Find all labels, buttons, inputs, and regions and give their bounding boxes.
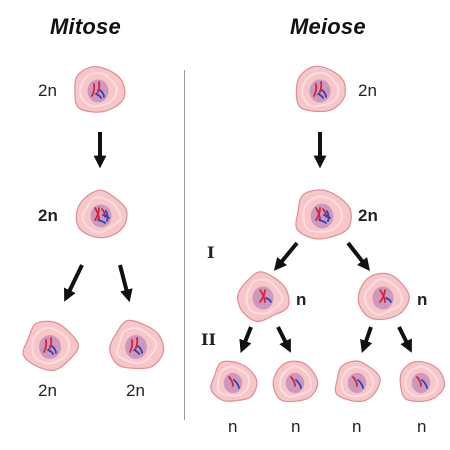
gamete-ploidy: n (417, 417, 427, 436)
gamete-cell (399, 360, 446, 403)
cytoplasm-ring (81, 196, 122, 234)
mitosis-title: Mitose (50, 14, 121, 39)
gamete-ploidy: n (228, 417, 238, 436)
meiosis-i-ploidy: n (296, 290, 307, 309)
mitosis-daughter-cell (109, 319, 165, 370)
cytoplasm-ring (245, 278, 284, 315)
arrow (397, 326, 412, 353)
mitosis-dividing-cell (75, 189, 128, 239)
mitosis-parent-ploidy: 2n (38, 81, 57, 100)
cytoplasm-ring (340, 366, 375, 398)
arrow (346, 241, 370, 272)
mitosis-dividing-ploidy: 2n (38, 206, 58, 225)
cytoplasm-ring (301, 71, 340, 108)
chromosome (129, 339, 134, 353)
meiosis-parent-ploidy: 2n (358, 81, 377, 100)
meiosis-stage-i-label: I (207, 243, 215, 262)
cytoplasm-ring (79, 71, 118, 108)
cytoplasm-ring (216, 365, 251, 397)
chromosome (105, 210, 109, 222)
chromosome (290, 376, 296, 387)
gamete-ploidy: n (291, 417, 301, 436)
divider-line (184, 70, 185, 420)
chromosome (318, 219, 327, 224)
chromosome (94, 207, 100, 221)
chromosome (47, 349, 54, 355)
chromosome (228, 376, 234, 387)
chromosome (96, 81, 101, 95)
chromosome (51, 345, 57, 354)
chromosome (99, 89, 105, 98)
gamete-cell (272, 360, 319, 403)
chromosome (265, 297, 272, 303)
chromosome (134, 337, 139, 351)
arrow (360, 326, 373, 354)
chromosome (317, 93, 324, 99)
mitosis-parent-cell (74, 65, 126, 113)
cytoplasm-ring (279, 365, 313, 398)
chromosome (137, 345, 143, 354)
chromosome (43, 339, 48, 353)
gamete-ploidy: n (352, 417, 362, 436)
nucleus (310, 203, 334, 229)
meiosis-i-ploidy: n (417, 290, 428, 309)
chromosome (357, 379, 364, 389)
cytoplasm-ring (404, 365, 439, 398)
meiosis-parent-cell (295, 65, 346, 113)
chromosome (313, 83, 318, 97)
meiosis-i-cell (357, 272, 410, 320)
meiosis-dividing-ploidy: 2n (358, 206, 378, 225)
chromosome (421, 379, 428, 389)
chromosome (379, 289, 386, 303)
meiosis-i-cell (236, 271, 290, 323)
chromosome (385, 297, 392, 303)
arrow (273, 241, 299, 271)
gamete-cell (334, 360, 381, 403)
chromosome (321, 89, 327, 98)
gamete-cell (210, 360, 258, 402)
meiosis-dividing-cell (295, 189, 352, 240)
chromosome (259, 289, 266, 303)
chromosome (97, 219, 106, 224)
chromosome (326, 210, 330, 222)
arrow (64, 264, 84, 302)
arrow (239, 326, 253, 353)
chromosome (318, 81, 323, 95)
chromosome (295, 379, 302, 389)
meiosis-title: Meiose (290, 14, 366, 39)
chromosome (133, 349, 140, 355)
cytoplasm-ring (31, 326, 71, 365)
cytoplasm-ring (363, 277, 403, 316)
chromosome (48, 337, 53, 351)
mitosis-daughter-cell (22, 320, 80, 371)
cytoplasm-ring (302, 195, 343, 233)
arrow (118, 264, 133, 303)
cytoplasm-ring (116, 327, 158, 365)
mitosis-daughter-ploidy: 2n (38, 381, 57, 400)
chromosome (416, 376, 422, 387)
chromosome (233, 379, 240, 389)
meiosis-stage-ii-label: II (201, 330, 216, 349)
arrow (276, 326, 291, 353)
chromosome (315, 207, 321, 221)
chromosome (91, 83, 96, 97)
chromosome (95, 93, 102, 99)
mitosis-daughter-ploidy: 2n (126, 381, 145, 400)
chromosome (352, 376, 358, 387)
